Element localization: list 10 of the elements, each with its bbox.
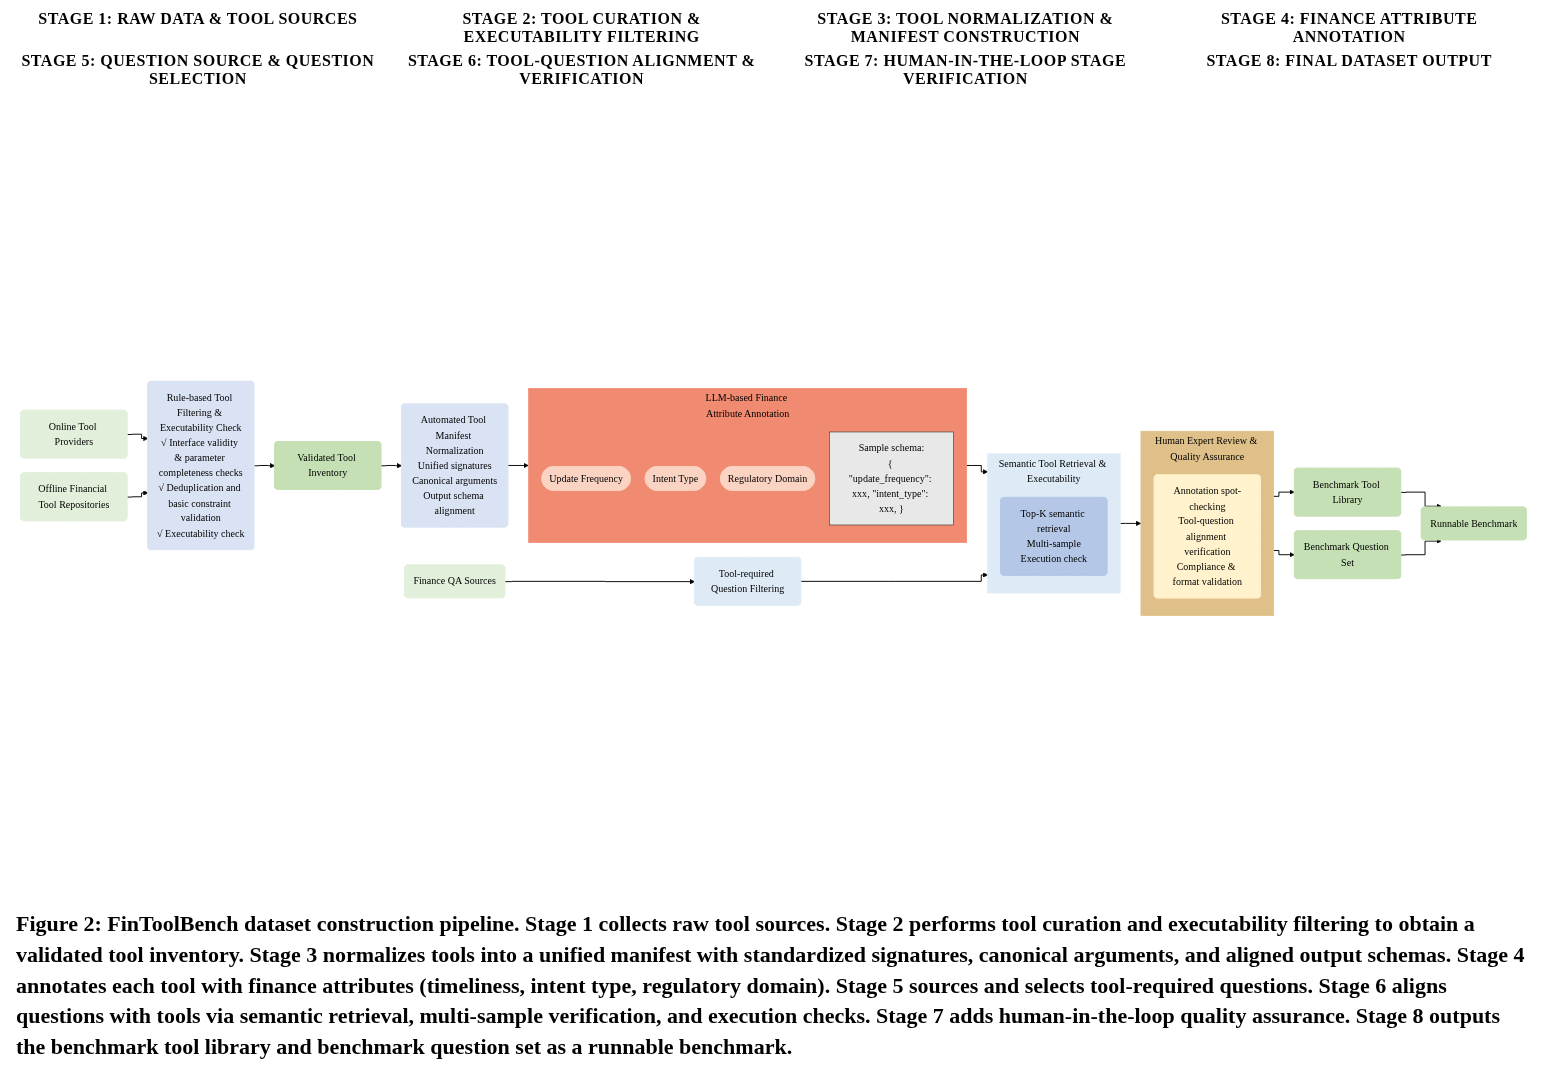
stage-heading: STAGE 1: RAW DATA & TOOL SOURCES xyxy=(37,10,359,29)
stage-heading: STAGE 8: FINAL DATASET OUTPUT xyxy=(1205,52,1493,71)
stage-heading: STAGE 7: HUMAN-IN-THE-LOOP STAGE VERIFICATION xyxy=(803,52,1128,88)
figure-caption: Figure 2: FinToolBench dataset construction pipeline. Stage 1 collects raw tool sources. Stage 2 performs tool curation and executability filtering to obtain a validated tool inventory. Stage 3 normalizes tools into a unified manifest with standardized signatures, canonical arguments, and aligned output schemas. Stage 4 annotates each tool with finance attributes (timeliness, intent type, regulatory domain). Stage 5 sources and selects tool-required questions. Stage 6 aligns questions with tools via semantic retrieval, multi-sample verification, and execution checks. Stage 7 adds human-in-the-loop quality assurance. Stage 8 outputs the benchmark tool library and benchmark question set as a runnable benchmark. xyxy=(16,910,1526,1062)
stage-heading: STAGE 5: QUESTION SOURCE & QUESTION SELECTION xyxy=(20,52,376,88)
stage-heading: STAGE 4: FINANCE ATTRIBUTE ANNOTATION xyxy=(1219,10,1479,46)
node-box: Sample schema: { "update_frequency": xxx, "intent_type": xxx, } xyxy=(829,431,954,526)
stage-heading: STAGE 3: TOOL NORMALIZATION & MANIFEST CONSTRUCTION xyxy=(816,10,1115,46)
stage-heading: STAGE 2: TOOL CURATION & EXECUTABILITY FILTERING xyxy=(461,10,702,46)
stage-heading: STAGE 6: TOOL-QUESTION ALIGNMENT & VERIFICATION xyxy=(406,52,757,88)
